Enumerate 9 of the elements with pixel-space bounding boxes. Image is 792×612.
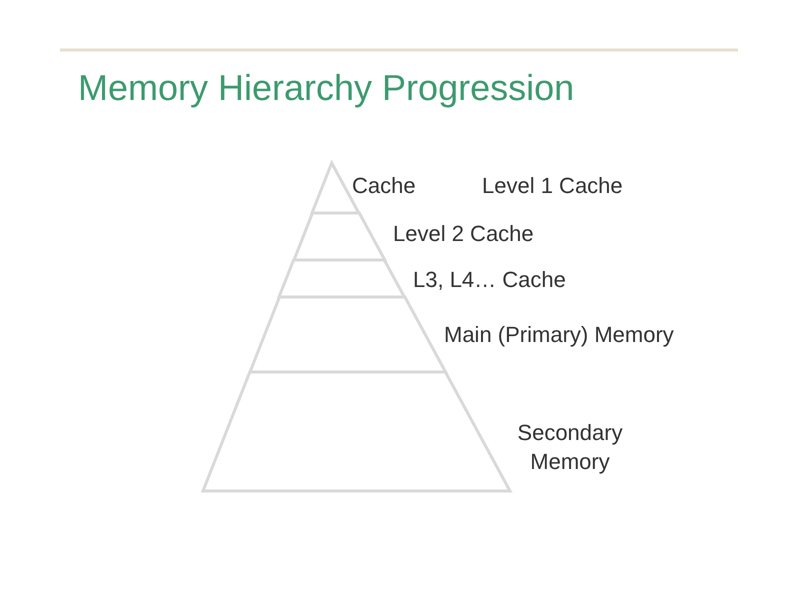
- slide-title: Memory Hierarchy Progression: [78, 66, 574, 110]
- pyramid-level: [290, 210, 388, 263]
- level-label: Cache: [352, 173, 416, 199]
- level-label: Level 2 Cache: [393, 221, 534, 247]
- level-label: Level 1 Cache: [482, 173, 623, 199]
- level-label: Main (Primary) Memory: [444, 322, 674, 348]
- level-label: Secondary Memory: [516, 419, 624, 476]
- level-label: L3, L4… Cache: [413, 267, 566, 293]
- pyramid-level: [276, 257, 408, 300]
